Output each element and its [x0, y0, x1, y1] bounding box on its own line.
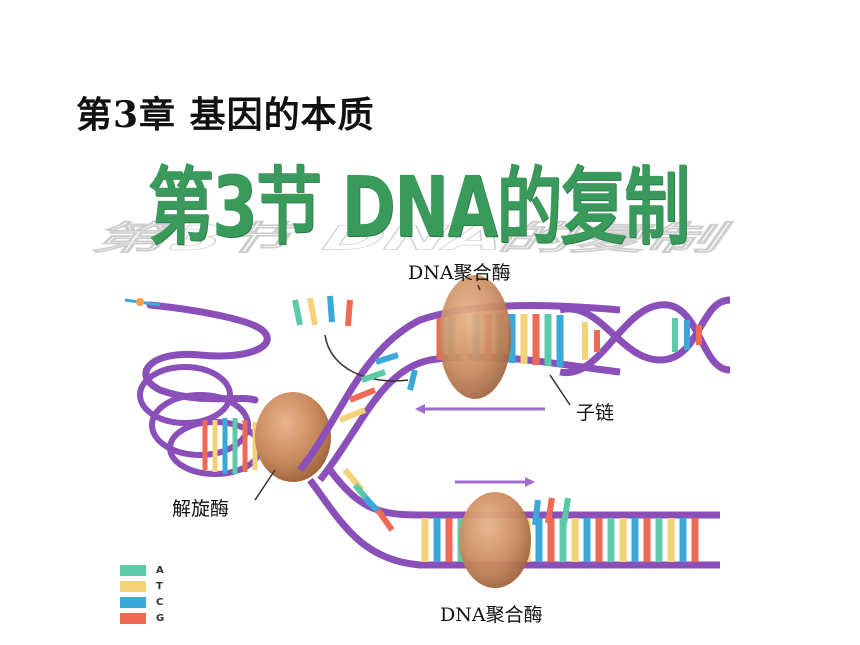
free-nucleotides-top: [292, 295, 418, 391]
nucleotide-arrow-top: [324, 334, 409, 382]
free-nucleotides-bottom: [532, 497, 571, 526]
label-helicase: 解旋酶: [172, 498, 230, 520]
label-daughter-strand: 子链: [576, 402, 615, 424]
legend-row: G: [120, 613, 164, 624]
legend-letter: C: [156, 597, 164, 608]
legend-chip-t: [120, 581, 146, 592]
label-polymerase-bottom: DNA聚合酶: [440, 604, 543, 626]
legend-chip-c: [120, 597, 146, 608]
legend-chip-g: [120, 613, 146, 624]
section-title: 第3节 DNA的复制: [148, 158, 690, 256]
section-title-block: 第3节 DNA的复制 第3节 DNA的复制: [84, 140, 760, 258]
fork-diagonal-pairs: [338, 352, 399, 532]
lower-base-pairs: [421, 518, 699, 562]
end-marker: [124, 298, 161, 307]
legend-row: T: [120, 581, 163, 592]
right-helix: [559, 296, 731, 377]
label-polymerase-top: DNA聚合酶: [408, 262, 511, 284]
chapter-title: 第3章 基因的本质: [76, 94, 375, 136]
right-helix-pairs: [582, 318, 702, 360]
polymerase-top: [439, 275, 511, 399]
polymerase-bottom: [459, 492, 531, 588]
coil-base-pairs: [202, 418, 258, 474]
legend-letter: T: [156, 581, 163, 592]
legend-row: C: [120, 597, 163, 608]
legend-letter: G: [156, 613, 165, 624]
legend-row: A: [120, 565, 164, 576]
legend-chip-a: [120, 565, 146, 576]
legend-letter: A: [156, 565, 164, 576]
